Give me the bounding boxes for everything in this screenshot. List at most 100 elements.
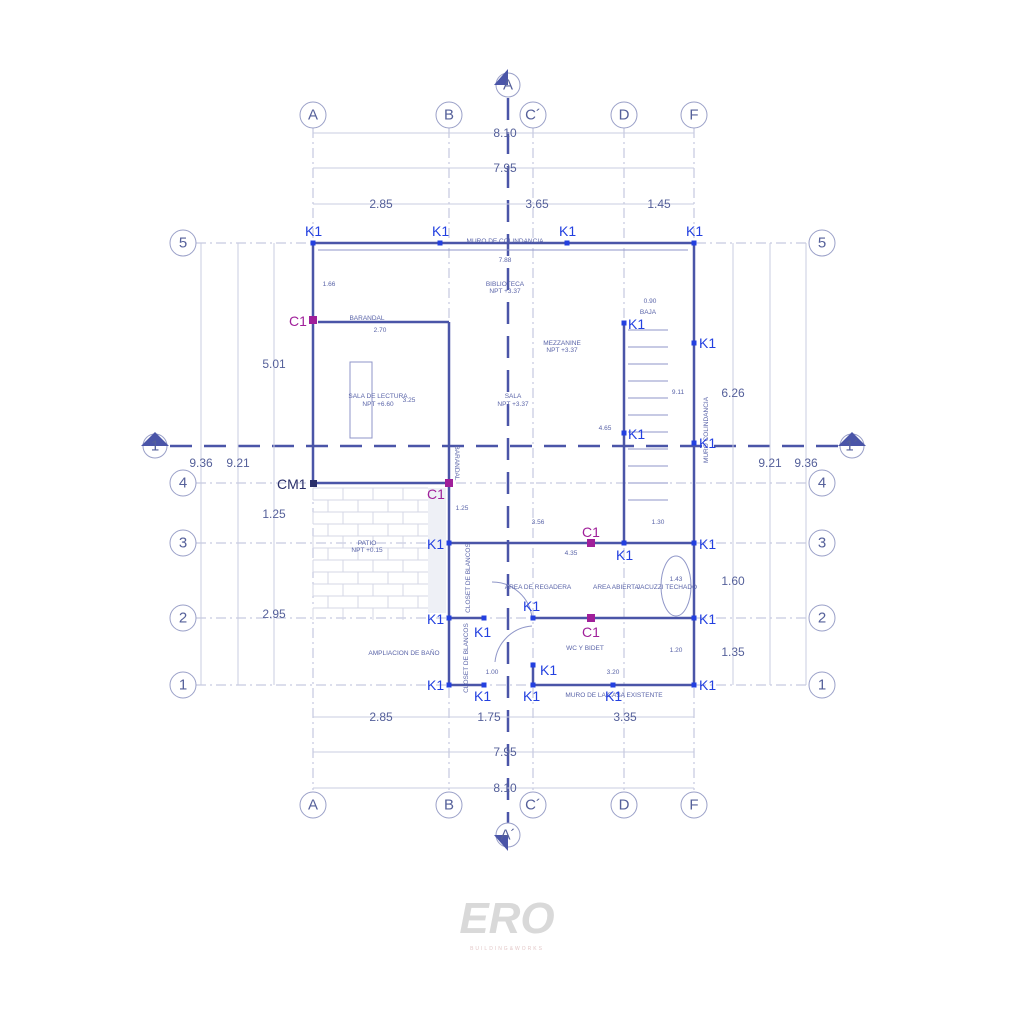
level: NPT +3.37: [497, 401, 529, 408]
muro-colindancia-top: MURO DE COLINDANCIA: [467, 238, 545, 245]
grid-label-row: 2: [818, 610, 826, 627]
column-k1-label: K1: [616, 547, 633, 563]
inner-dimension: 3.25: [403, 397, 416, 404]
inner-dimension: 1.66: [323, 281, 336, 288]
dimension-value: 1.45: [647, 197, 671, 211]
room-mezzanine: MEZZANINE: [543, 340, 581, 347]
inner-dimension: 4.35: [565, 550, 578, 557]
gravel-strip: [428, 488, 446, 613]
level: NPT +6.60: [362, 401, 394, 408]
grid-bubble-col: [519, 101, 547, 129]
dimension-value: 3.35: [613, 710, 637, 724]
grid-bubble-row: [169, 469, 197, 497]
grid-bubble-row: [808, 671, 836, 699]
logo-text: ERO: [459, 894, 554, 943]
level: NPT +3.37: [489, 288, 521, 295]
column-k1-marker: [446, 682, 452, 688]
section-label-right: 1´: [845, 438, 858, 455]
dimension-value: 1.25: [262, 507, 286, 521]
section-arrow-icon: [494, 69, 508, 85]
grid-label-row: 5: [179, 235, 187, 252]
dimension-value: 9.21: [758, 456, 782, 470]
grid-bubble-row: [169, 229, 197, 257]
grid-bubble-row: [808, 604, 836, 632]
dimension-value: 8.10: [493, 781, 517, 795]
column-k1-marker: [446, 540, 452, 546]
level: NPT +0.15: [351, 547, 383, 554]
column-k1-marker: [691, 540, 697, 546]
room-jacuzzi: JACUZZI TECHADO: [637, 584, 697, 591]
column-k1-label: K1: [427, 611, 444, 627]
dimension-value: 9.21: [226, 456, 250, 470]
column-k1-label: K1: [699, 611, 716, 627]
inner-dimension: 1.25: [456, 505, 469, 512]
section-label-top: A: [503, 77, 513, 94]
column-c1-marker: [587, 614, 595, 622]
grid-label-col: A: [308, 797, 318, 814]
column-k1-marker: [310, 240, 316, 246]
column-k1-marker: [691, 682, 697, 688]
column-k1-marker: [530, 662, 536, 668]
grid-label-col: C´: [525, 107, 541, 124]
column-k1-label: K1: [628, 426, 645, 442]
column-c1-label: C1: [289, 313, 307, 329]
grid-bubble-col: [610, 791, 638, 819]
grid-label-row: 3: [818, 535, 826, 552]
grid-bubble-col: [435, 791, 463, 819]
bookshelf: [349, 361, 373, 439]
inner-dimension: 1.00: [486, 669, 499, 676]
level: NPT +3.37: [546, 347, 578, 354]
section-arrow-icon: [838, 432, 866, 446]
column-k1-marker: [621, 320, 627, 326]
column-k1-label: K1: [699, 536, 716, 552]
grid-bubble-col: [519, 791, 547, 819]
dimension-value: 2.85: [369, 710, 393, 724]
section-arrow-icon: [141, 432, 169, 446]
section-label-bottom: A´: [501, 827, 516, 844]
inner-dimension: 2.70: [374, 327, 387, 334]
room-sala: SALA: [505, 393, 522, 400]
column-k1-label: K1: [474, 624, 491, 640]
column-k1-label: K1: [699, 435, 716, 451]
grid-label-col: F: [689, 107, 698, 124]
dimension-value: 9.36: [794, 456, 818, 470]
column-c1-marker: [309, 316, 317, 324]
barandal-vertical: BARANDAL: [453, 445, 460, 480]
grid-bubble-row: [808, 469, 836, 497]
column-k1-label: K1: [699, 335, 716, 351]
column-k1-marker: [437, 240, 443, 246]
column-k1-marker: [691, 340, 697, 346]
grid-bubble-row: [169, 604, 197, 632]
grid-bubble-col: [680, 791, 708, 819]
column-cm1-label: CM1: [277, 476, 307, 492]
section-label-left: 1: [151, 438, 159, 455]
grid-label-col: B: [444, 107, 454, 124]
column-k1-label: K1: [605, 688, 622, 704]
column-k1-marker: [621, 430, 627, 436]
muro-casa-existente: MURO DE LA CASA EXISTENTE: [565, 692, 663, 699]
muro-colindancia-right: MURO COLINDANCIA: [703, 396, 710, 463]
grid-bubble-col: [299, 791, 327, 819]
column-k1-label: K1: [427, 677, 444, 693]
grid-label-row: 3: [179, 535, 187, 552]
grid-bubble-row: [808, 529, 836, 557]
dimension-value: 2.85: [369, 197, 393, 211]
column-c1-label: C1: [582, 524, 600, 540]
column-k1-label: K1: [686, 223, 703, 239]
column-k1-label: K1: [474, 688, 491, 704]
grid-label-col: D: [619, 797, 630, 814]
dimension-value: 9.36: [189, 456, 213, 470]
room-biblioteca: BIBLIOTECA: [486, 281, 525, 288]
dimension-value: 7.95: [493, 161, 517, 175]
grid-bubble-col: [435, 101, 463, 129]
column-k1-marker: [481, 682, 487, 688]
inner-dimension: 1.30: [652, 519, 665, 526]
column-k1-label: K1: [305, 223, 322, 239]
column-k1-label: K1: [699, 677, 716, 693]
column-k1-label: K1: [523, 598, 540, 614]
grid-label-col: A: [308, 107, 318, 124]
room-area-regadera: AREA DE REGADERA: [505, 584, 572, 591]
column-k1-marker: [530, 682, 536, 688]
room-sala-lectura: SALA DE LECTURA: [348, 393, 408, 400]
